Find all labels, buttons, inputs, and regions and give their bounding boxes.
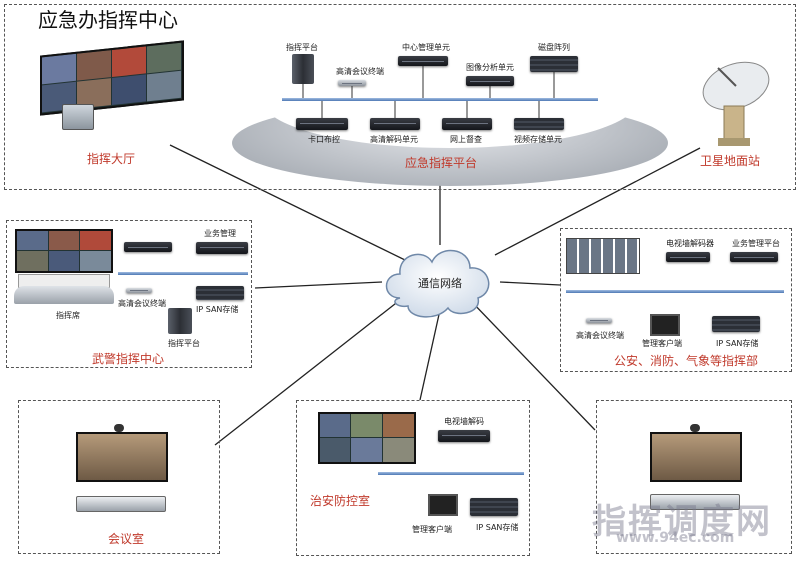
video-storage-device	[514, 118, 564, 130]
cloud-icon	[385, 249, 490, 318]
armed-decoder-device	[124, 242, 172, 252]
label-armed-hd-terminal: 高清会议终端	[118, 299, 166, 308]
label-security-decoder: 电视墙解码	[444, 417, 484, 426]
security-ipsan-device	[470, 498, 518, 516]
armed-hd-terminal-device	[126, 288, 152, 293]
ps-monitor-grid	[566, 238, 640, 274]
security-decoder-device	[438, 430, 490, 442]
camera-2-icon	[690, 424, 700, 432]
platform-bus	[282, 98, 598, 101]
label-ps-wall-decoder: 电视墙解码器	[666, 239, 714, 248]
command-center-box	[4, 4, 796, 190]
command-center-title: 应急办指挥中心	[38, 8, 178, 32]
security-room-title: 治安防控室	[310, 494, 371, 508]
label-online-inspection: 网上督查	[450, 135, 482, 144]
armed-bus	[118, 272, 248, 275]
label-ps-ipsan: IP SAN存储	[716, 339, 759, 348]
meeting-room-box	[18, 400, 220, 554]
label-security-ipsan: IP SAN存储	[476, 523, 519, 532]
link-meeting-room	[214, 299, 401, 446]
online-inspection-device	[442, 118, 492, 130]
security-video-wall	[318, 412, 416, 464]
link-satellite	[494, 147, 701, 256]
armed-platform-device	[168, 308, 192, 334]
label-armed-platform: 指挥平台	[168, 339, 200, 348]
ps-hd-terminal-device	[586, 318, 612, 323]
cloud-label: 通信网络	[418, 277, 462, 290]
ps-bus	[566, 290, 784, 293]
label-security-client: 管理客户端	[412, 525, 452, 534]
label-image-analysis: 图像分析单元	[466, 63, 514, 72]
label-ps-client: 管理客户端	[642, 339, 682, 348]
label-video-storage: 视频存储单元	[514, 135, 562, 144]
meeting-2-screen	[650, 432, 742, 482]
link-security-room	[419, 309, 441, 401]
link-public-security	[499, 281, 561, 286]
security-client-pc	[428, 494, 458, 516]
meeting-codec	[76, 496, 166, 512]
link-meeting-room-2	[469, 299, 596, 431]
ps-ipsan-device	[712, 316, 760, 332]
armed-ipsan-device	[196, 286, 244, 300]
label-disk-array: 磁盘阵列	[538, 43, 570, 52]
label-center-mgmt: 中心管理单元	[402, 43, 450, 52]
armed-police-box	[6, 220, 252, 368]
disk-array-device	[530, 56, 578, 72]
ps-decoder-device	[666, 252, 710, 262]
link-hall	[169, 144, 406, 261]
meeting-screen	[76, 432, 168, 482]
security-bus	[378, 472, 524, 475]
label-command-platform: 指挥平台	[286, 43, 318, 52]
armed-police-video-wall	[15, 229, 113, 273]
center-mgmt-device	[398, 56, 448, 66]
label-ps-hd-terminal: 高清会议终端	[576, 331, 624, 340]
label-console: 指挥席	[56, 311, 80, 320]
link-armed-police	[254, 281, 383, 289]
public-security-title: 公安、消防、气象等指挥部	[614, 354, 759, 368]
checkpoint-device	[296, 118, 348, 130]
public-security-box	[560, 228, 792, 372]
meeting-room-2-box	[596, 400, 792, 554]
security-room-box	[296, 400, 530, 556]
label-ps-business: 业务管理平台	[732, 239, 780, 248]
label-hd-decoder: 高清解码单元	[370, 135, 418, 144]
command-console	[14, 286, 114, 304]
label-checkpoint: 卡口布控	[308, 135, 340, 144]
armed-police-title: 武警指挥中心	[92, 352, 165, 366]
label-hd-terminal: 高清会议终端	[336, 67, 384, 76]
meeting-room-title: 会议室	[108, 532, 145, 546]
hd-terminal-device	[338, 80, 366, 86]
camera-icon	[114, 424, 124, 432]
hall-label: 指挥大厅	[87, 152, 136, 166]
platform-label: 应急指挥平台	[405, 156, 478, 170]
satellite-label: 卫星地面站	[700, 154, 761, 168]
label-armed-business: 业务管理	[204, 229, 236, 238]
ps-business-device	[730, 252, 778, 262]
armed-business-device	[196, 242, 248, 254]
command-platform-device	[292, 54, 314, 84]
image-analysis-device	[466, 76, 514, 86]
ps-client-pc	[650, 314, 680, 336]
watermark-logo: 指挥调度网	[592, 502, 772, 542]
watermark-url: www.94ec.com	[616, 530, 735, 546]
meeting-2-codec	[650, 494, 740, 510]
hd-decoder-device	[370, 118, 420, 130]
satellite-dish-icon	[702, 61, 770, 146]
touch-console	[62, 104, 94, 130]
label-armed-ipsan: IP SAN存储	[196, 305, 239, 314]
